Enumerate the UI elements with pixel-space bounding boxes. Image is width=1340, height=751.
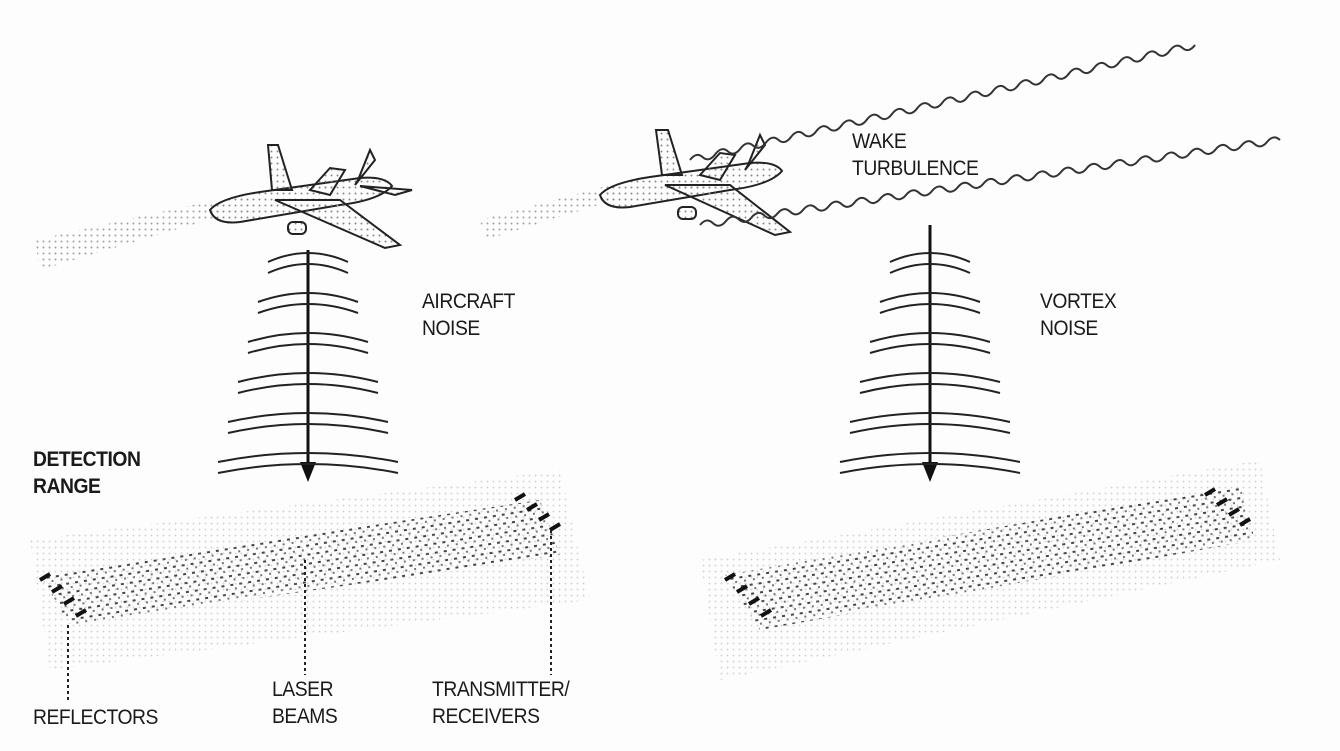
vortex-noise-wave bbox=[839, 452, 1021, 463]
aircraft-noise-wave bbox=[267, 252, 349, 263]
transmitter-receivers-line1: TRANSMITTER/ bbox=[432, 678, 570, 701]
right-ground-stipple bbox=[700, 460, 1280, 680]
wake-vortex-lower bbox=[699, 136, 1281, 227]
vortex-noise-wave bbox=[879, 303, 981, 314]
vortex-noise-wave bbox=[839, 463, 1021, 474]
wake-turbulence-label: WAKE TURBULENCE bbox=[852, 128, 979, 182]
vortex-noise-wave bbox=[879, 292, 981, 303]
aircraft-noise-label: AIRCRAFT NOISE bbox=[422, 288, 515, 342]
reflectors-left bbox=[38, 572, 88, 618]
left-aircraft bbox=[208, 144, 413, 250]
left-exhaust-trail bbox=[35, 200, 225, 270]
vortex-noise-wave bbox=[889, 252, 971, 263]
reflectors-right bbox=[723, 572, 773, 618]
aircraft-noise-line1: AIRCRAFT bbox=[422, 290, 515, 313]
left-ground-stipple bbox=[30, 470, 590, 670]
aircraft-noise-wave bbox=[247, 343, 369, 354]
vortex-noise-wave bbox=[849, 423, 1011, 434]
wake-turbulence-line1: WAKE bbox=[852, 130, 907, 153]
aircraft-noise-line2: NOISE bbox=[422, 317, 480, 340]
laser-beams-line2: BEAMS bbox=[272, 705, 338, 728]
laser-beams-line1: LASER bbox=[272, 678, 334, 701]
transmitter-receivers-label: TRANSMITTER/ RECEIVERS bbox=[432, 676, 570, 730]
vortex-noise-label: VORTEX NOISE bbox=[1040, 288, 1117, 342]
reflectors-label: REFLECTORS bbox=[33, 706, 158, 729]
vortex-noise-wave bbox=[869, 343, 991, 354]
vortex-noise-wave bbox=[849, 412, 1011, 423]
aircraft-noise-arrow bbox=[300, 250, 316, 482]
vortex-noise-line2: NOISE bbox=[1040, 317, 1098, 340]
aircraft-noise-wave bbox=[217, 452, 399, 463]
transmitters-left bbox=[513, 492, 562, 532]
wake-turbulence-line2: TURBULENCE bbox=[852, 157, 979, 180]
transmitter-receivers-line2: RECEIVERS bbox=[432, 705, 540, 728]
leader-lines bbox=[67, 530, 552, 700]
aircraft-noise-wave bbox=[257, 303, 359, 314]
vortex-noise-wave bbox=[859, 383, 1001, 394]
right-aircraft bbox=[598, 129, 793, 237]
vortex-noise-wave bbox=[889, 263, 971, 274]
wake-vortex-upper bbox=[689, 44, 1196, 161]
transmitters-right bbox=[1203, 487, 1252, 527]
detection-range-line1: DETECTION bbox=[33, 448, 141, 471]
detection-range-line2: RANGE bbox=[33, 475, 101, 498]
vortex-noise-wave bbox=[859, 372, 1001, 383]
detection-range-label: DETECTION RANGE bbox=[33, 446, 141, 500]
aircraft-noise-wave bbox=[227, 412, 389, 423]
aircraft-noise-wave bbox=[237, 383, 379, 394]
aircraft-noise-wave bbox=[247, 332, 369, 343]
vortex-noise-line1: VORTEX bbox=[1040, 290, 1117, 313]
aircraft-noise-wave bbox=[227, 423, 389, 434]
aircraft-noise-wave bbox=[257, 292, 359, 303]
laser-beams-label: LASER BEAMS bbox=[272, 676, 338, 730]
aircraft-noise-wave bbox=[237, 372, 379, 383]
aircraft-noise-wave bbox=[267, 263, 349, 274]
vortex-noise-wave bbox=[869, 332, 991, 343]
right-exhaust-trail bbox=[480, 185, 615, 240]
aircraft-noise-wave bbox=[217, 463, 399, 474]
